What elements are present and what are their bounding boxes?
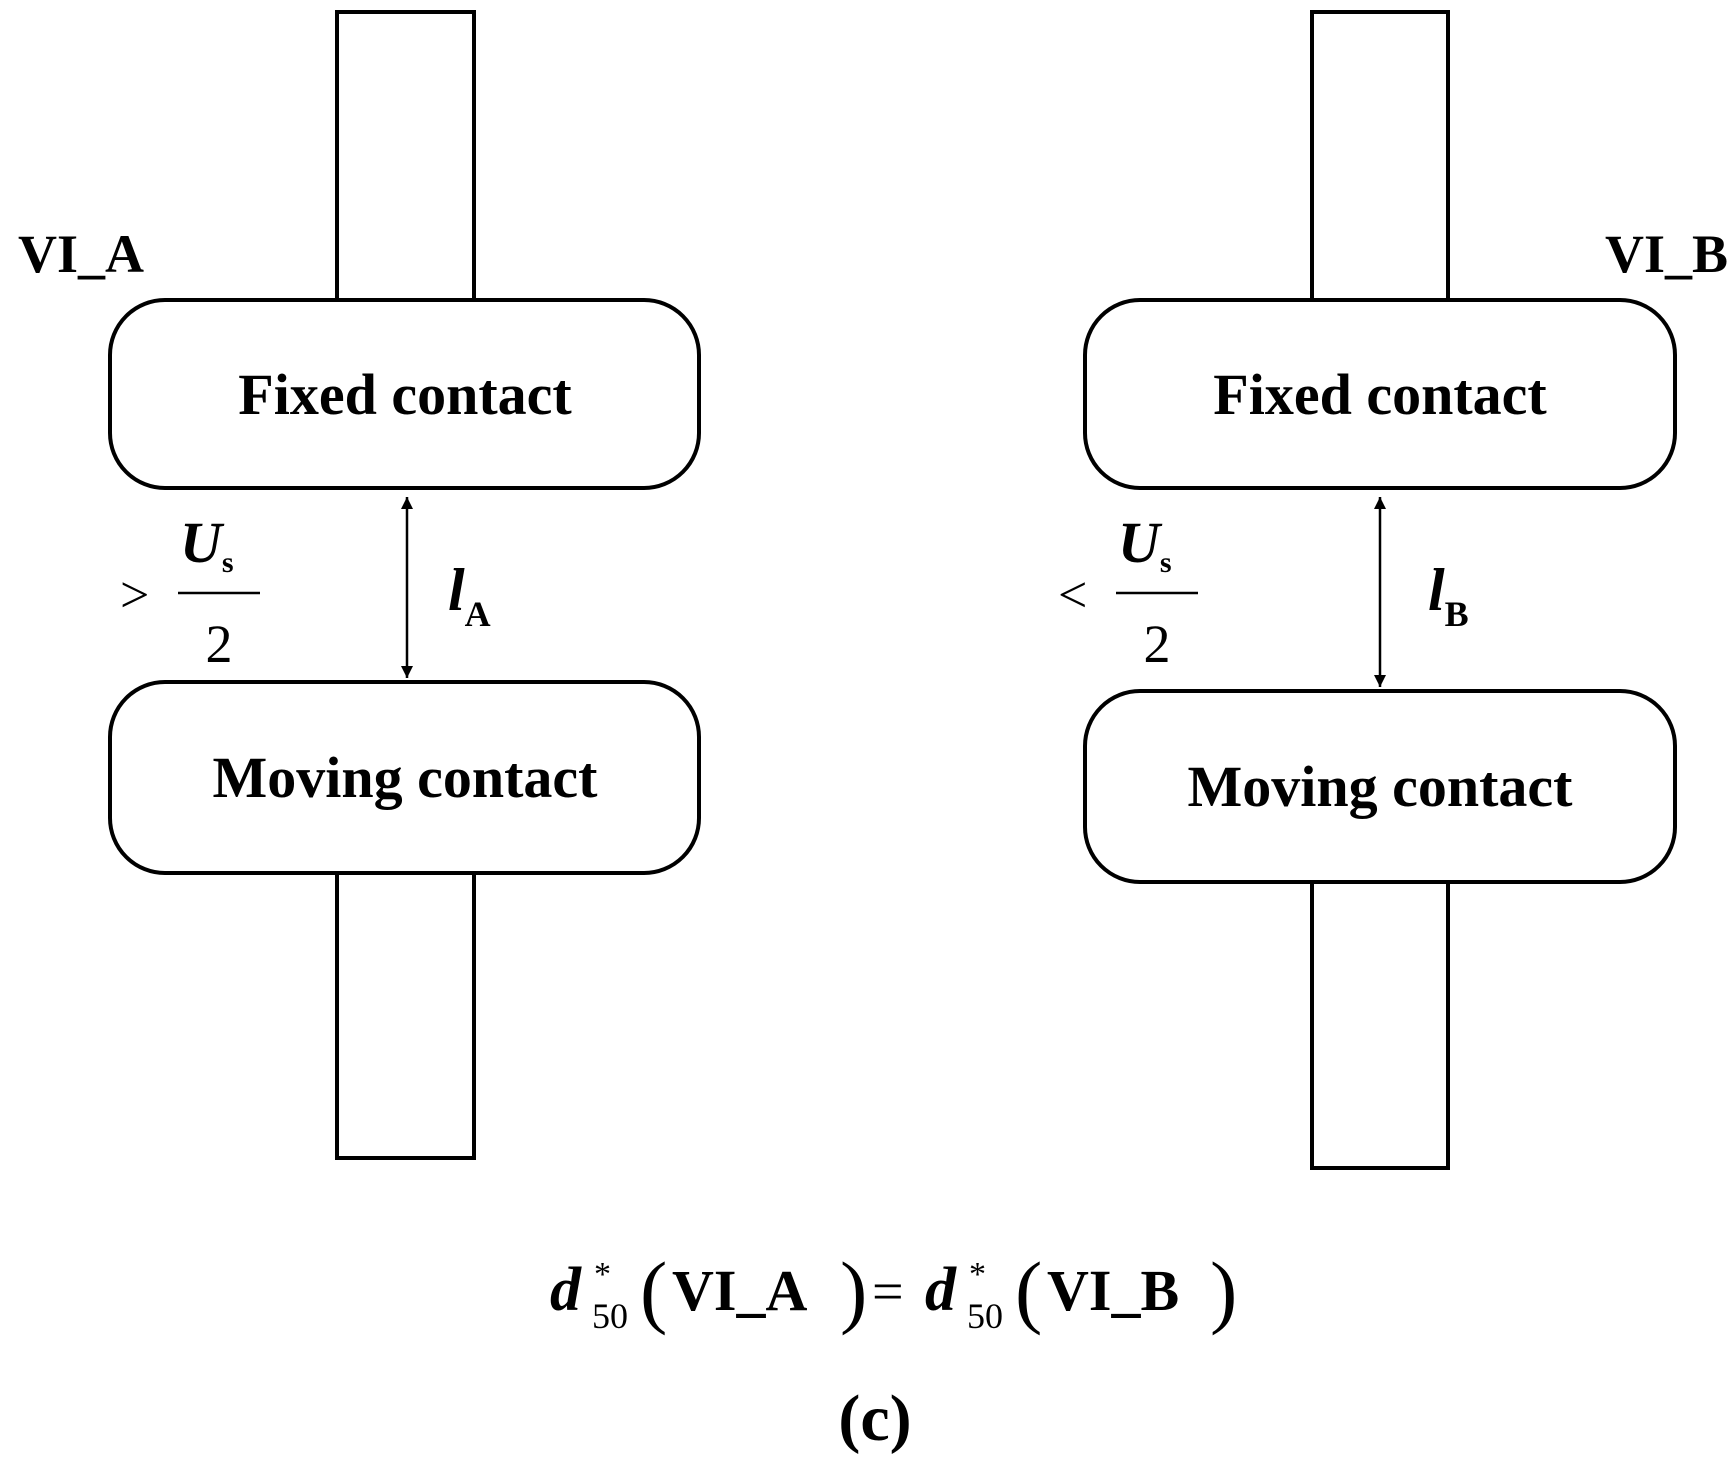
voltage-denominator-b: 2 [1144,614,1171,674]
equation-rhs-paren-close: ) [1210,1245,1237,1336]
fixed-rod-a [335,10,476,302]
gap-symbol-a: lA [448,557,491,634]
fixed-rod-b [1310,10,1450,302]
fixed-contact-b [1083,298,1677,490]
moving-contact-a [108,680,701,875]
equation-lhs-symbol: d [550,1256,582,1324]
fixed-contact-b-label: Fixed contact [1213,362,1547,427]
interrupter-a: Fixed contact Moving contact VI_A lA > U… [18,10,701,1160]
interrupter-b: Fixed contact Moving contact VI_B lB < U… [1058,10,1728,1170]
moving-rod-a [335,871,476,1160]
moving-rod-b [1310,880,1450,1170]
equation-rhs-paren-open: ( [1015,1245,1042,1336]
fixed-contact-a-label: Fixed contact [238,362,572,427]
moving-contact-a-label: Moving contact [213,745,599,810]
comparator-a: > [120,567,149,624]
fixed-contact-a [108,298,701,490]
comparator-b: < [1058,567,1087,624]
interrupter-b-name: VI_B [1605,224,1728,284]
equation-equals: = [872,1261,904,1323]
moving-contact-b [1083,689,1677,884]
gap-symbol-b: lB [1428,557,1469,634]
equation-lhs-subscript: 50 [592,1296,628,1336]
equation-lhs-paren-close: ) [840,1245,867,1336]
equation-rhs-superscript: * [969,1256,986,1293]
equation-lhs-superscript: * [594,1256,611,1293]
voltage-numerator-b: Us [1118,510,1172,579]
voltage-denominator-a: 2 [206,614,233,674]
equation-rhs-symbol: d [925,1256,957,1324]
equation-rhs-subscript: 50 [967,1296,1003,1336]
equation-rhs-arg: VI_B [1047,1258,1179,1323]
voltage-numerator-a: Us [180,510,234,579]
panel-label: (c) [838,1382,911,1455]
equation: d * 50 ( VI_A ) = d * 50 ( VI_B ) [550,1245,1237,1336]
interrupter-a-name: VI_A [18,224,144,284]
moving-contact-b-label: Moving contact [1188,754,1574,819]
equation-lhs-paren-open: ( [640,1245,667,1336]
equation-lhs-arg: VI_A [672,1258,807,1323]
